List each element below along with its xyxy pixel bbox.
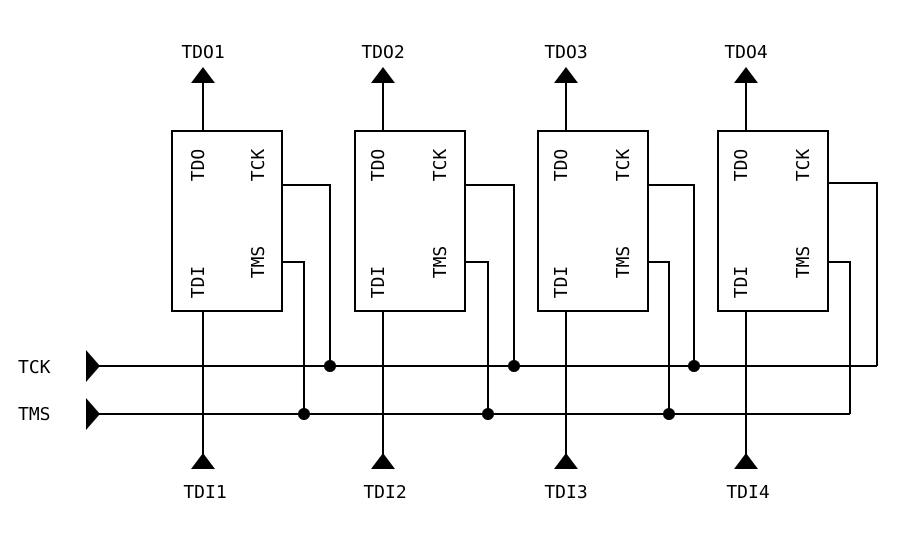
tms-bus-label: TMS (18, 404, 51, 425)
device-4-pin-tms: TMS (793, 246, 814, 279)
tms-junction-2 (482, 408, 494, 420)
tck-junction-1 (324, 360, 336, 372)
device-2-pin-tms: TMS (430, 246, 451, 279)
device-4-pin-tdo: TDO (731, 149, 752, 182)
device-4-pin-tdi: TDI (731, 266, 752, 299)
device-2: TDO2 TDO TCK TDI TMS TDI2 (354, 42, 520, 503)
tdo2-arrow (371, 67, 395, 83)
device-4-box (717, 130, 829, 312)
tdi4-arrow (734, 453, 758, 469)
tck-bus-label: TCK (18, 357, 51, 378)
device-3-pin-tck: TCK (613, 149, 634, 182)
device-1-pin-tdi: TDI (188, 266, 209, 299)
tdi3-arrow (554, 453, 578, 469)
tms-junction-3 (663, 408, 675, 420)
device-2-box (354, 130, 466, 312)
tms-junction-1 (298, 408, 310, 420)
device-1-pin-tck: TCK (248, 149, 269, 182)
tdi3-label: TDI3 (544, 482, 587, 503)
device-1: TDO1 TDO TCK TDI TMS TDI1 (171, 42, 336, 503)
device-4-pin-tck: TCK (793, 149, 814, 182)
device-3-box (537, 130, 649, 312)
device-3-pin-tms: TMS (613, 246, 634, 279)
device-1-pin-tms: TMS (248, 246, 269, 279)
device-2-pin-tdi: TDI (368, 266, 389, 299)
device-1-box (171, 130, 283, 312)
device-3: TDO3 TDO TCK TDI TMS TDI3 (537, 42, 700, 503)
tdo1-arrow (191, 67, 215, 83)
tdo1-label: TDO1 (181, 42, 224, 63)
device-2-pin-tdo: TDO (368, 149, 389, 182)
tdi2-arrow (371, 453, 395, 469)
device-3-pin-tdi: TDI (551, 266, 572, 299)
tdi1-label: TDI1 (183, 482, 226, 503)
device-2-pin-tck: TCK (430, 149, 451, 182)
tck-junction-3 (688, 360, 700, 372)
tdo3-arrow (554, 67, 578, 83)
device-3-pin-tdo: TDO (551, 149, 572, 182)
tms-bus: TMS (18, 398, 850, 430)
tdi2-label: TDI2 (363, 482, 406, 503)
tdo4-arrow (734, 67, 758, 83)
device-1-pin-tdo: TDO (188, 149, 209, 182)
device-4: TDO4 TDO TCK TDI TMS TDI4 (717, 42, 878, 503)
tdi1-arrow (191, 453, 215, 469)
tdo4-label: TDO4 (724, 42, 767, 63)
tck-junction-2 (508, 360, 520, 372)
tdo2-label: TDO2 (361, 42, 404, 63)
tck-bus: TCK (18, 350, 877, 382)
tdo3-label: TDO3 (544, 42, 587, 63)
tdi4-label: TDI4 (726, 482, 769, 503)
